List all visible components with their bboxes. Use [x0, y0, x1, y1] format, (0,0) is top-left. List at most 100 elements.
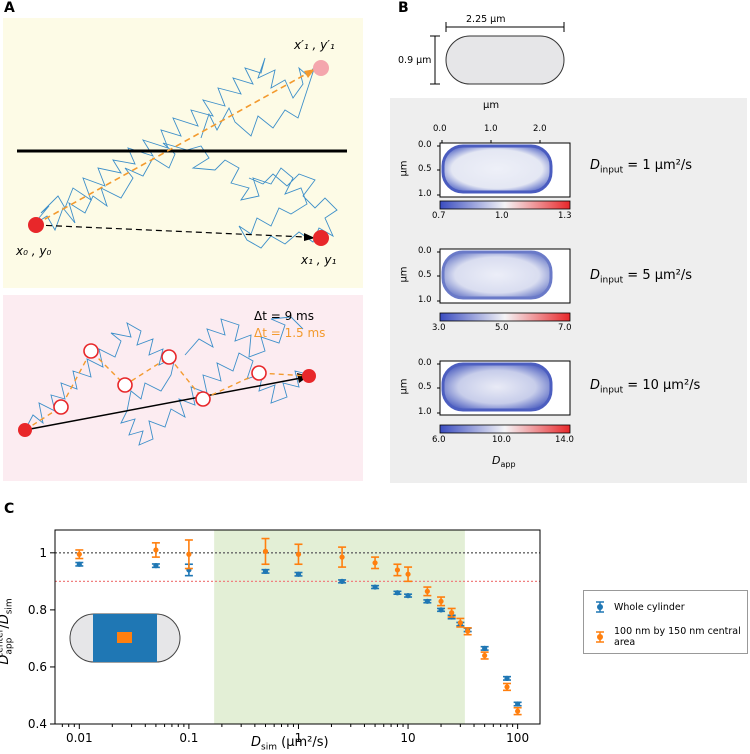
label-end-prime: x′₁ , y′₁ — [294, 38, 335, 52]
colorbar-2-tick-high: 7.0 — [558, 323, 572, 333]
central-area-point — [294, 543, 303, 566]
heatmap-3 — [437, 360, 571, 434]
cell-schematic — [430, 22, 565, 85]
central-area-point — [371, 556, 380, 570]
central-area-point — [151, 542, 160, 558]
colorbar-2 — [439, 312, 571, 322]
heatmap-1 — [437, 140, 571, 210]
whole-cylinder-point — [513, 701, 522, 707]
whole-cylinder-point — [75, 561, 84, 567]
trajectory-lower — [32, 142, 338, 249]
label-start: x₀ , y₀ — [16, 244, 52, 258]
panel-letter-a: A — [4, 0, 15, 16]
x-tick-label: 0.1 — [179, 731, 198, 745]
central-area-point — [463, 627, 472, 636]
colorbar-3-tick-low: 6.0 — [432, 435, 446, 445]
central-area-point — [480, 651, 489, 660]
heatmap-x-tick-1: 1.0 — [484, 124, 498, 134]
central-area-point — [393, 563, 402, 577]
colorbar-2-tick-low: 3.0 — [432, 323, 446, 333]
legend-label-whole-cylinder: Whole cylinder — [614, 601, 685, 613]
whole-cylinder-point — [338, 578, 347, 584]
panel-a-top-background — [3, 18, 363, 288]
colorbar-1-tick-mid: 1.0 — [495, 211, 509, 221]
bottom-end-dot — [302, 369, 316, 383]
panel-letter-b: B — [398, 0, 409, 16]
cell-width-label: 2.25 μm — [466, 14, 506, 25]
legend-swatch-blue — [592, 601, 608, 613]
bottom-start-dot — [18, 423, 32, 437]
x-tick-label: 1 — [295, 731, 303, 745]
whole-cylinder-point — [423, 598, 432, 604]
true-displacement-arrow — [35, 224, 306, 238]
x-tick-label: 0.01 — [66, 731, 93, 745]
colorbar-1-tick-low: 0.7 — [432, 211, 446, 221]
central-area-inset — [69, 613, 181, 663]
panel-a-top-diagram — [3, 18, 363, 288]
heatmap-2-y-label: μm — [398, 266, 410, 283]
y-tick-label: 1 — [39, 546, 47, 560]
heatmap-1-y-tick-1: 0.5 — [418, 164, 432, 174]
short-step-path — [24, 349, 310, 431]
y-tick-label: 0.4 — [28, 717, 47, 731]
chart-y-axis-label: Dappcenter/Dsim — [0, 598, 15, 664]
central-area-point — [456, 617, 465, 628]
heatmap-x-tick-0: 0.0 — [433, 124, 447, 134]
heatmap-3-y-tick-0: 0.0 — [418, 358, 432, 368]
whole-cylinder-point — [294, 571, 303, 577]
heatmap-3-y-tick-2: 1.0 — [418, 407, 432, 417]
heatmap-1-title: Dinput = 1 μm²/s — [590, 158, 693, 176]
reflected-displacement-arrow — [35, 72, 309, 225]
heatmap-2-title: Dinput = 5 μm²/s — [590, 268, 693, 286]
heatmap-2-y-tick-1: 0.5 — [418, 270, 432, 280]
label-end: x₁ , y₁ — [301, 253, 337, 267]
heatmap-stack — [437, 140, 571, 434]
central-area-point — [338, 546, 347, 568]
y-tick-label: 0.8 — [28, 603, 47, 617]
heatmap-3-y-tick-1: 0.5 — [418, 382, 432, 392]
colorbar-label: Dapp — [492, 454, 516, 470]
central-area-point — [75, 549, 84, 560]
colorbar-2-tick-mid: 5.0 — [495, 323, 509, 333]
reflected-arrow-head — [304, 69, 315, 78]
panel-letter-c: C — [4, 501, 15, 517]
colorbar-1-tick-high: 1.3 — [558, 211, 572, 221]
sample-dot-3 — [117, 377, 133, 393]
cell-capsule — [445, 35, 565, 85]
trajectory-fine — [24, 322, 312, 446]
central-area-point — [404, 566, 413, 583]
whole-cylinder-point — [261, 568, 270, 574]
x-tick-label: 100 — [506, 731, 529, 745]
central-area-point — [437, 596, 446, 607]
long-step-arrow — [24, 377, 302, 431]
central-area-point — [513, 706, 522, 716]
central-area-point — [423, 586, 432, 597]
panel-a-bottom-background — [3, 295, 363, 481]
sample-dot-1 — [53, 399, 69, 415]
central-area-point — [184, 539, 193, 570]
central-area-point — [447, 607, 456, 618]
y-tick-label: 0.6 — [28, 660, 47, 674]
whole-cylinder-point — [503, 675, 512, 681]
sample-dot-2 — [83, 343, 99, 359]
label-dt-long: Δt = 9 ms — [254, 309, 314, 323]
cell-height-label: 0.9 μm — [398, 55, 432, 66]
sample-dot-6 — [251, 365, 267, 381]
trajectory-upper — [32, 57, 316, 226]
reflected-end-dot — [313, 60, 329, 76]
end-dot — [313, 230, 329, 246]
sample-dot-4 — [161, 349, 177, 365]
heatmap-3-title: Dinput = 10 μm²/s — [590, 378, 701, 396]
heatmap-2 — [437, 248, 571, 322]
heatmap-3-y-label: μm — [398, 378, 410, 395]
chart-x-axis-label: Dsim (μm²/s) — [251, 735, 329, 753]
shaded-range — [214, 530, 465, 724]
sample-dot-5 — [195, 391, 211, 407]
central-area-point — [503, 682, 512, 692]
whole-cylinder-point — [480, 645, 489, 651]
heatmap-2-y-tick-0: 0.0 — [418, 246, 432, 256]
colorbar-3-tick-mid: 10.0 — [492, 435, 511, 445]
colorbar-1 — [439, 200, 571, 210]
whole-cylinder-point — [393, 590, 402, 596]
